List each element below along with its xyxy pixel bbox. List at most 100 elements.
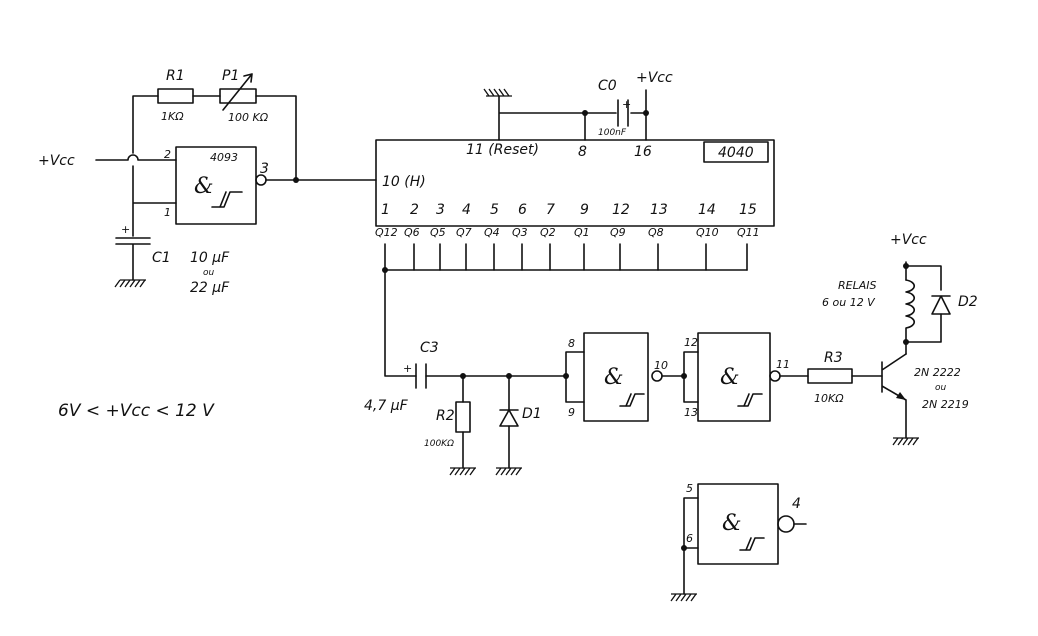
gate3-pin-b: 13 — [684, 406, 698, 419]
c1-capacitor — [115, 237, 151, 281]
relay-wires — [905, 261, 942, 355]
gate1-pin-a: 2 — [164, 148, 171, 161]
relay-coil-icon — [905, 279, 916, 343]
counter-output-label: Q12 — [375, 226, 398, 239]
r1-value: 1KΩ — [161, 110, 184, 123]
counter-pin-vcc: 16 — [634, 144, 652, 160]
counter-pin-number: 15 — [739, 202, 757, 218]
counter-pin-gnd: 8 — [578, 144, 587, 160]
counter-output-label: Q8 — [648, 226, 664, 239]
counter-output-label: Q7 — [456, 226, 472, 239]
junction-gate4 — [681, 545, 687, 551]
q12-to-c3-wire — [384, 269, 417, 377]
counter-pin-number: 2 — [410, 202, 419, 218]
transistor-or: ou — [935, 383, 947, 393]
r3-value: 10KΩ — [814, 392, 844, 405]
d1-label: D1 — [522, 406, 542, 422]
counter-output-label: Q2 — [540, 226, 556, 239]
counter-output-label: Q10 — [696, 226, 719, 239]
gate2-pin-a: 8 — [568, 337, 575, 350]
junction-gnd — [582, 110, 588, 116]
counter-output-label: Q6 — [404, 226, 420, 239]
counter-chip-label-box — [703, 141, 769, 163]
gate1-pin-b: 1 — [164, 206, 171, 219]
gate3-symbol: & — [720, 365, 740, 390]
gate1-pin-out: 3 — [260, 161, 269, 177]
r3-resistor — [807, 368, 853, 384]
gate4-schmitt-icon — [739, 537, 765, 551]
transistor-label-2: 2N 2219 — [922, 398, 969, 411]
vcc-c0-label: +Vcc — [636, 70, 673, 86]
gate3-output-bubble — [769, 370, 781, 382]
counter-pin-number: 6 — [518, 202, 527, 218]
counter-output-label: Q1 — [574, 226, 590, 239]
p1-value: 100 KΩ — [228, 111, 269, 124]
relay-label: RELAIS — [838, 279, 876, 292]
gate-4093-oscillator — [175, 146, 257, 225]
counter-pin-number: 4 — [462, 202, 471, 218]
vcc-relay-label: +Vcc — [890, 232, 927, 248]
counter-pin-number: 5 — [490, 202, 499, 218]
d1-diode-icon — [499, 409, 519, 427]
gate4-pin-out: 4 — [792, 496, 801, 512]
counter-output-label: Q11 — [737, 226, 760, 239]
counter-pin-number: 14 — [698, 202, 716, 218]
junction-clock — [293, 177, 299, 183]
c0-plus: + — [622, 98, 631, 111]
relay-value: 6 ou 12 V — [822, 296, 876, 309]
gate2-pin-out: 10 — [654, 359, 668, 372]
counter-pin-number: 3 — [436, 202, 445, 218]
gate2-symbol: & — [604, 365, 624, 390]
junction-relay-top — [903, 263, 909, 269]
counter-pin-number: 13 — [650, 202, 668, 218]
c0-label: C0 — [598, 78, 617, 94]
counter-chip-label: 4040 — [718, 145, 754, 161]
gate4-output-bubble — [777, 515, 795, 533]
c3-plus: + — [403, 362, 412, 375]
ground-counter-icon — [483, 88, 512, 97]
vcc-left-wire — [95, 154, 177, 161]
r2-resistor — [455, 401, 471, 433]
ground-transistor-icon — [892, 437, 919, 446]
gate-chip-label: 4093 — [210, 151, 238, 164]
gate1-symbol: & — [194, 174, 214, 199]
junction-q12 — [382, 267, 388, 273]
c1-wire — [132, 165, 177, 237]
gate3-pin-out: 11 — [776, 358, 790, 371]
ground-r2-icon — [449, 467, 476, 476]
junction-gate3 — [681, 373, 687, 379]
p1-label: P1 — [222, 68, 239, 84]
gate2-input-wires — [565, 351, 585, 403]
gate2-nand — [583, 332, 649, 422]
ground-gate4-icon — [670, 593, 697, 602]
r2-value: 100KΩ — [424, 439, 454, 449]
gate2-pin-b: 9 — [568, 406, 575, 419]
c0-value: 100nF — [598, 128, 627, 138]
r1-resistor — [157, 88, 194, 104]
p1-potentiometer — [219, 88, 257, 104]
gate4-pin-a: 5 — [686, 482, 693, 495]
gate4-symbol: & — [722, 511, 742, 536]
r1-label: R1 — [166, 68, 185, 84]
p1-arrow — [222, 73, 253, 111]
gate3-schmitt-icon — [737, 393, 763, 407]
junction-gate2 — [563, 373, 569, 379]
counter-output-label: Q4 — [484, 226, 500, 239]
gate2-output-bubble — [651, 370, 663, 382]
counter-output-label: Q5 — [430, 226, 446, 239]
c3-value: 4,7 μF — [364, 398, 409, 414]
pulse-wires — [425, 375, 567, 469]
vcc-left-label: +Vcc — [38, 153, 75, 169]
gate2-schmitt-icon — [619, 393, 645, 407]
junction-r2 — [460, 373, 466, 379]
c1-or: ou — [203, 268, 215, 278]
counter-pin-number: 1 — [381, 202, 390, 218]
ground-c1-icon — [114, 279, 146, 288]
c3-label: C3 — [420, 340, 439, 356]
junction-vcc — [643, 110, 649, 116]
c1-label: C1 — [152, 250, 171, 266]
counter-pin-number: 12 — [612, 202, 630, 218]
counter-pins-group: 1Q122Q63Q54Q75Q46Q37Q29Q112Q913Q814Q1015… — [375, 202, 760, 271]
d2-diode-icon — [931, 295, 951, 315]
